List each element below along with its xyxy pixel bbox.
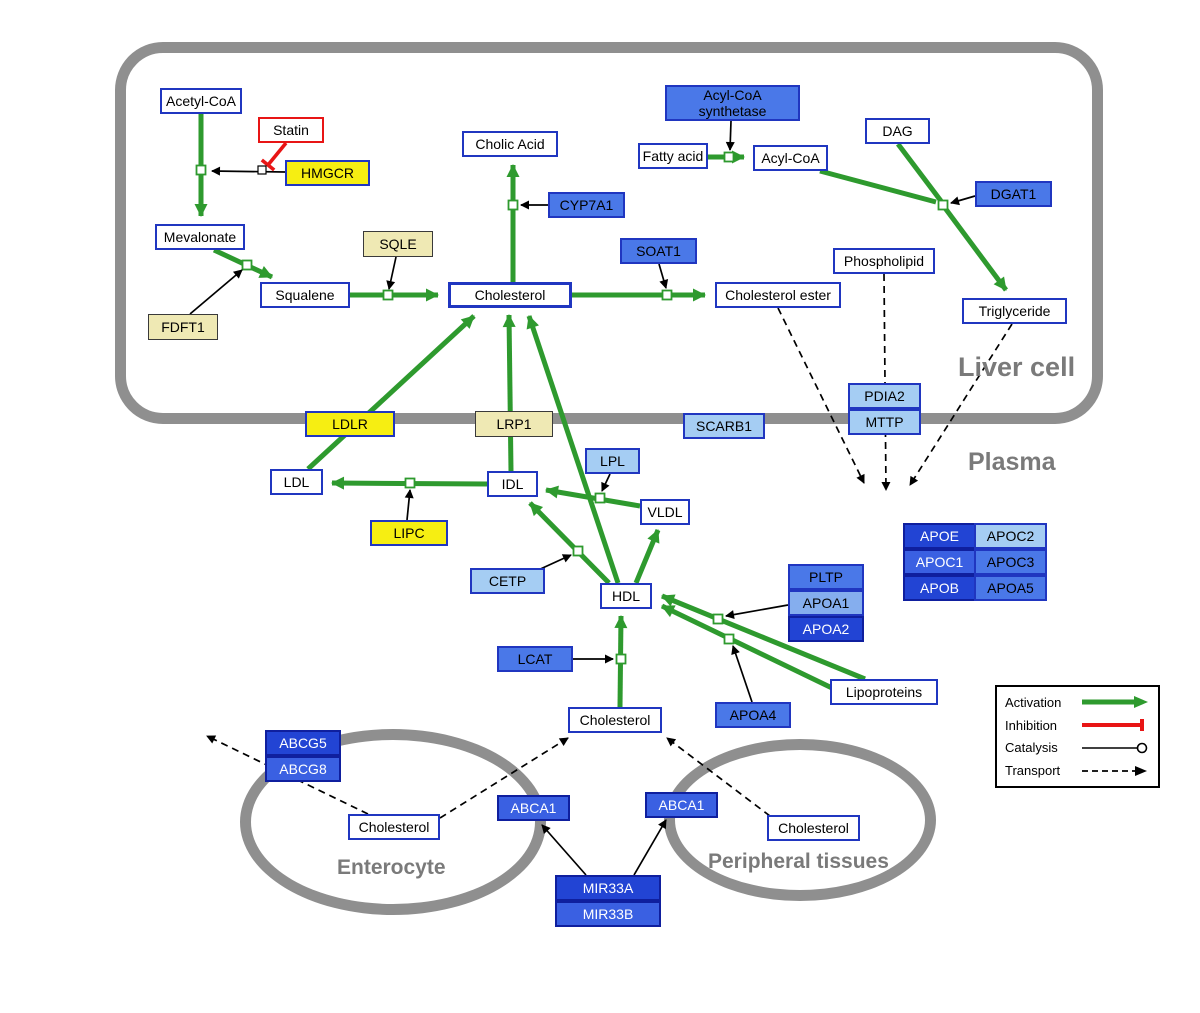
- legend-activation-label: Activation: [1005, 694, 1062, 710]
- node-squalene[interactable]: Squalene: [260, 282, 350, 308]
- node-apoa5[interactable]: APOA5: [974, 575, 1047, 601]
- legend-row-transport: Transport: [1005, 763, 1150, 779]
- node-hdl[interactable]: HDL: [600, 583, 652, 609]
- node-cholesterol-liver[interactable]: Cholesterol: [448, 282, 572, 308]
- node-pltp[interactable]: PLTP: [788, 564, 864, 590]
- node-abcg8[interactable]: ABCG8: [265, 756, 341, 782]
- inhibition-tee-icon: [1082, 719, 1144, 732]
- node-idl[interactable]: IDL: [487, 471, 538, 497]
- legend-inhibition-label: Inhibition: [1005, 717, 1058, 733]
- peripheral-tissues-label: Peripheral tissues: [708, 850, 889, 873]
- activation-arrow-icon: [1082, 696, 1148, 709]
- node-acyl-coa-synthetase[interactable]: Acyl-CoA synthetase: [665, 85, 800, 121]
- node-dgat1[interactable]: DGAT1: [975, 181, 1052, 207]
- plasma-label: Plasma: [968, 448, 1056, 476]
- legend-catalysis-label: Catalysis: [1005, 740, 1058, 756]
- node-apoa4[interactable]: APOA4: [715, 702, 791, 728]
- legend-row-activation: Activation: [1005, 694, 1150, 710]
- node-cholesterol-ester[interactable]: Cholesterol ester: [715, 282, 841, 308]
- node-soat1[interactable]: SOAT1: [620, 238, 697, 264]
- node-ldlr[interactable]: LDLR: [305, 411, 395, 437]
- node-ldl[interactable]: LDL: [270, 469, 323, 495]
- node-mttp[interactable]: MTTP: [848, 409, 921, 435]
- catalysis-circle-icon: [1082, 742, 1148, 754]
- node-lcat[interactable]: LCAT: [497, 646, 573, 672]
- peripheral-tissues-compartment: [664, 739, 936, 901]
- legend-row-catalysis: Catalysis: [1005, 740, 1150, 756]
- legend: Activation Inhibition Catalysis Transpor…: [995, 685, 1160, 788]
- node-hmgcr[interactable]: HMGCR: [285, 160, 370, 186]
- liver-cell-label: Liver cell: [958, 352, 1076, 382]
- node-pdia2[interactable]: PDIA2: [848, 383, 921, 409]
- legend-transport-label: Transport: [1005, 763, 1061, 779]
- node-cholesterol-peripheral[interactable]: Cholesterol: [767, 815, 860, 841]
- liver-cell-compartment: [115, 42, 1103, 424]
- node-lipoproteins[interactable]: Lipoproteins: [830, 679, 938, 705]
- node-dag[interactable]: DAG: [865, 118, 930, 144]
- node-abca1-peripheral[interactable]: ABCA1: [645, 792, 718, 818]
- node-apoc3[interactable]: APOC3: [974, 549, 1047, 575]
- node-apoa2[interactable]: APOA2: [788, 616, 864, 642]
- node-acetyl-coa[interactable]: Acetyl-CoA: [160, 88, 242, 114]
- node-abcg5[interactable]: ABCG5: [265, 730, 341, 756]
- node-apoc1[interactable]: APOC1: [903, 549, 976, 575]
- enterocyte-compartment: [240, 729, 546, 915]
- node-cholesterol-plasma[interactable]: Cholesterol: [568, 707, 662, 733]
- node-mir33a[interactable]: MIR33A: [555, 875, 661, 901]
- node-mir33b[interactable]: MIR33B: [555, 901, 661, 927]
- node-cyp7a1[interactable]: CYP7A1: [548, 192, 625, 218]
- node-triglyceride[interactable]: Triglyceride: [962, 298, 1067, 324]
- node-cholesterol-enterocyte[interactable]: Cholesterol: [348, 814, 440, 840]
- node-lrp1[interactable]: LRP1: [475, 411, 553, 437]
- node-fdft1[interactable]: FDFT1: [148, 314, 218, 340]
- transport-dashed-arrow-icon: [1082, 765, 1147, 776]
- node-apoa1[interactable]: APOA1: [788, 590, 864, 616]
- node-apoc2[interactable]: APOC2: [974, 523, 1047, 549]
- node-mevalonate[interactable]: Mevalonate: [155, 224, 245, 250]
- legend-row-inhibition: Inhibition: [1005, 717, 1150, 733]
- node-acyl-coa[interactable]: Acyl-CoA: [753, 145, 828, 171]
- node-abca1-enterocyte[interactable]: ABCA1: [497, 795, 570, 821]
- node-phospholipid[interactable]: Phospholipid: [833, 248, 935, 274]
- node-lipc[interactable]: LIPC: [370, 520, 448, 546]
- node-cholic-acid[interactable]: Cholic Acid: [462, 131, 558, 157]
- node-lpl[interactable]: LPL: [585, 448, 640, 474]
- node-vldl[interactable]: VLDL: [640, 499, 690, 525]
- node-sqle[interactable]: SQLE: [363, 231, 433, 257]
- node-cetp[interactable]: CETP: [470, 568, 545, 594]
- enterocyte-label: Enterocyte: [337, 856, 446, 879]
- node-fatty-acid[interactable]: Fatty acid: [638, 143, 708, 169]
- node-apoe[interactable]: APOE: [903, 523, 976, 549]
- node-apob[interactable]: APOB: [903, 575, 976, 601]
- node-scarb1[interactable]: SCARB1: [683, 413, 765, 439]
- node-statin[interactable]: Statin: [258, 117, 324, 143]
